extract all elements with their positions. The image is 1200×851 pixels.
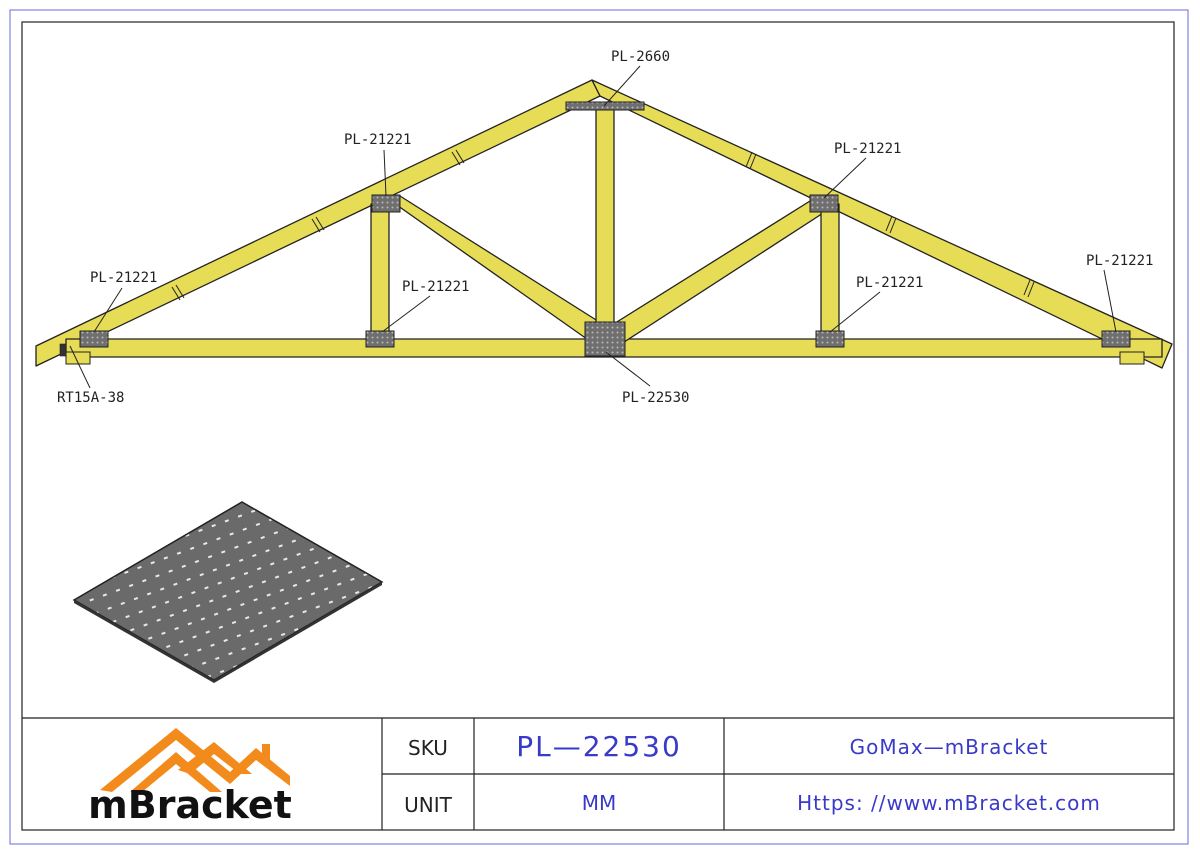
upper-right-plate	[809, 194, 839, 213]
sku-label: SKU	[408, 736, 448, 760]
gusset-plates	[79, 101, 1131, 357]
nail-plate-illustration	[72, 501, 384, 683]
label-right-heel-plate: PL-21221	[1086, 253, 1153, 269]
apex-plate	[565, 101, 645, 111]
logo-wordmark: mBracket	[88, 783, 292, 827]
leader-lines	[69, 65, 1117, 389]
mbracket-logo: mBracket	[88, 728, 292, 827]
label-bearing-bracket: RT15A-38	[57, 390, 124, 406]
sku-value: PL—22530	[516, 730, 682, 763]
left-bottom-plate	[365, 330, 395, 348]
label-right-bottom-plate: PL-21221	[856, 275, 923, 291]
label-upper-left-plate: PL-21221	[344, 132, 411, 148]
upper-left-plate	[371, 194, 401, 213]
right-heel-plate	[1101, 330, 1131, 348]
unit-value: MM	[582, 791, 617, 815]
center-plate	[584, 321, 626, 357]
unit-label: UNIT	[404, 793, 452, 817]
right-diagonal-web	[603, 195, 835, 347]
outer-border	[9, 9, 1189, 845]
left-bearing-bracket	[65, 351, 91, 365]
left-vertical-web	[370, 203, 390, 341]
label-apex-plate: PL-2660	[611, 49, 670, 65]
left-top-chord	[35, 79, 601, 367]
label-left-heel-plate: PL-21221	[90, 270, 157, 286]
right-bearing-bracket	[1119, 351, 1145, 365]
king-post	[595, 103, 615, 341]
inner-frame	[21, 21, 1175, 831]
website-link[interactable]: Https: //www.mBracket.com	[797, 791, 1101, 815]
label-upper-right-plate: PL-21221	[834, 141, 901, 157]
left-heel-plate	[79, 330, 109, 348]
company-name: GoMax—mBracket	[850, 735, 1049, 759]
title-block	[22, 717, 1174, 830]
right-bottom-plate	[815, 330, 845, 348]
splice-marks	[171, 149, 1035, 301]
left-diagonal-web	[383, 195, 613, 345]
roof-logo-icon	[100, 728, 290, 792]
label-center-plate: PL-22530	[622, 390, 689, 406]
right-vertical-web	[820, 203, 840, 341]
right-top-chord	[591, 79, 1173, 369]
label-left-bottom-plate: PL-21221	[402, 279, 469, 295]
